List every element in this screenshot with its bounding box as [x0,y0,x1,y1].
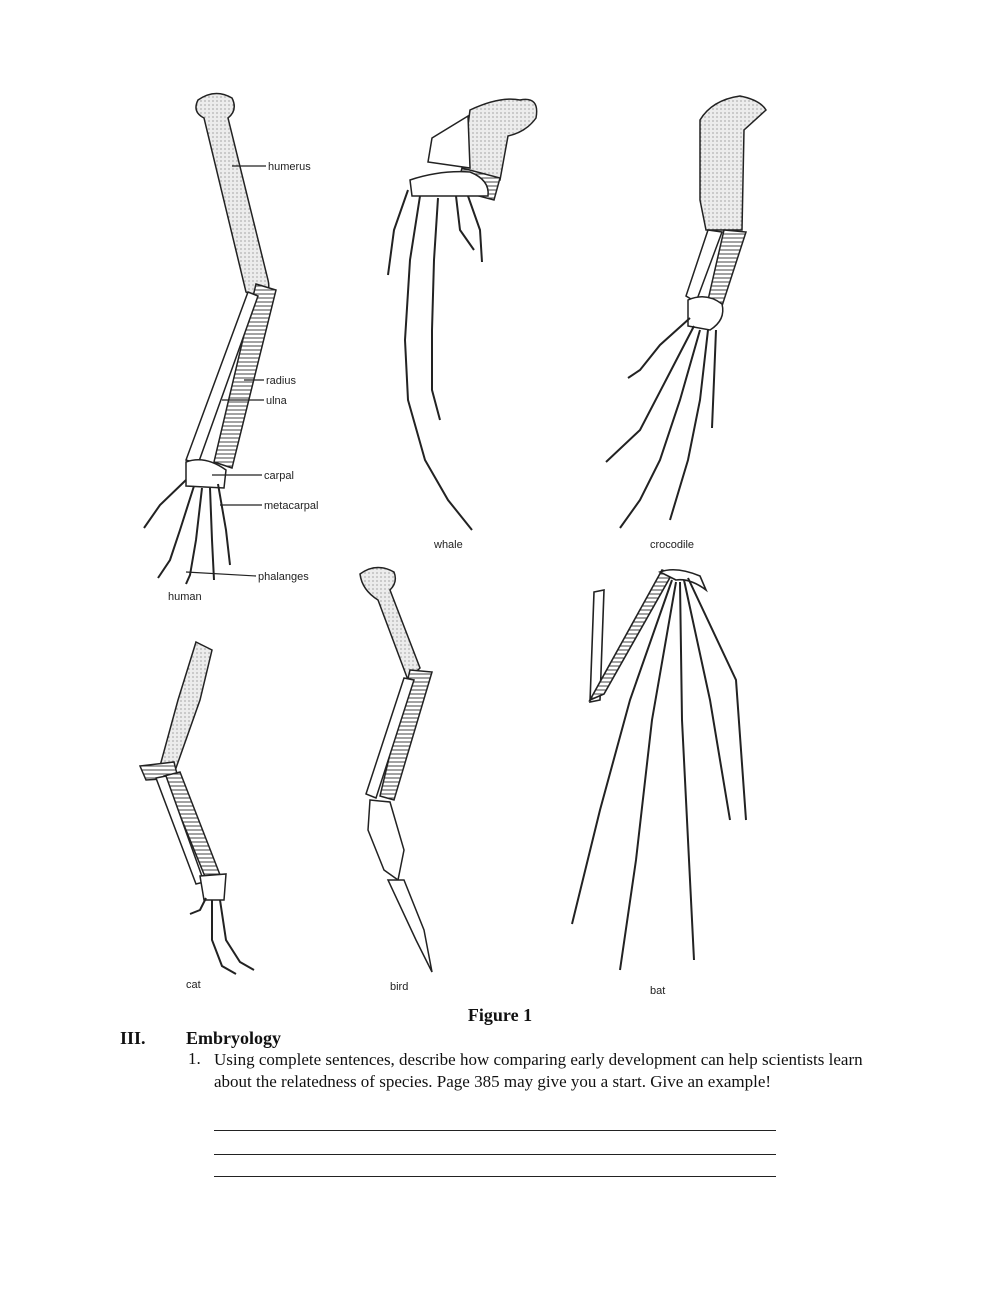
cat-forelimb-skeleton [138,640,255,975]
figure-caption: Figure 1 [467,1005,533,1025]
whale-flipper-skeleton [387,98,538,531]
label-crocodile: crocodile [650,539,694,551]
label-carpal: carpal [264,470,294,482]
question-number: 1. [188,1049,201,1068]
human-arm-skeleton [143,92,277,585]
homologous-limbs-figure: humerus radius ulna carpal metacarpal ph… [138,92,767,997]
human-leader-lines [185,165,266,577]
answer-line[interactable] [214,1130,776,1131]
label-phalanges: phalanges [258,571,309,583]
section-title: Embryology [186,1028,282,1048]
section-number: III. [120,1028,146,1048]
label-ulna: ulna [266,395,288,407]
answer-line[interactable] [214,1176,776,1177]
label-cat: cat [186,979,201,991]
answer-line[interactable] [214,1154,776,1155]
bird-wing-skeleton [359,566,433,973]
label-whale: whale [433,539,463,551]
label-human: human [168,591,202,603]
label-humerus: humerus [268,161,311,173]
label-bat: bat [650,985,665,997]
label-bird: bird [390,981,408,993]
bat-wing-skeleton [571,568,747,971]
crocodile-forelimb-skeleton [605,95,767,529]
label-metacarpal: metacarpal [264,500,318,512]
label-radius: radius [266,375,296,387]
question-text: Using complete sentences, describe how c… [214,1050,863,1091]
